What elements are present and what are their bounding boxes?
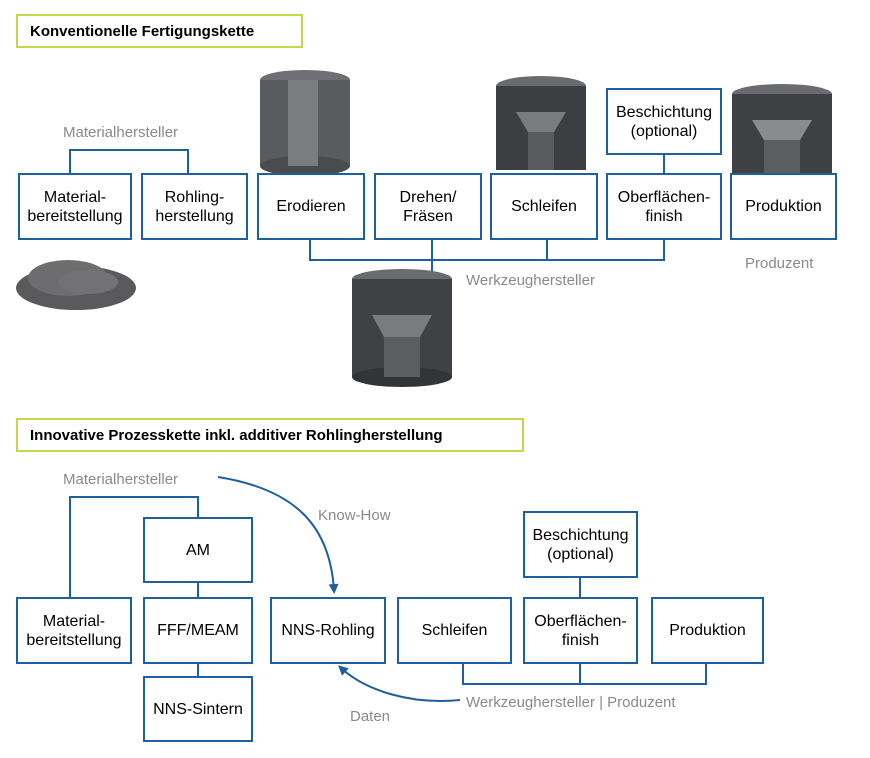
group-label-werkzeughersteller-produzent: Werkzeughersteller | Produzent: [466, 694, 676, 711]
section-title-innovative: Innovative Prozesskette inkl. additiver …: [16, 418, 524, 452]
daten-arrow: [338, 665, 461, 702]
tool-part-image-2: [732, 84, 832, 174]
box-drehen-fraesen: Drehen/ Fräsen: [374, 173, 482, 240]
box-erodieren: Erodieren: [257, 173, 365, 240]
box-rohling-herstellung: Rohling- herstellung: [141, 173, 248, 240]
box-produktion-bottom: Produktion: [651, 597, 764, 664]
box-nns-sintern: NNS-Sintern: [143, 676, 253, 742]
box-schleifen: Schleifen: [490, 173, 598, 240]
eroded-block-image: [260, 70, 350, 176]
box-beschichtung: Beschichtung (optional): [606, 88, 722, 155]
box-material-bereitstellung-bottom: Material- bereitstellung: [16, 597, 132, 664]
powder-pile-image: [16, 260, 136, 310]
tool-part-image-3: [352, 269, 452, 387]
box-fff-meam: FFF/MEAM: [143, 597, 253, 664]
label-daten: Daten: [350, 708, 391, 725]
box-schleifen-bottom: Schleifen: [397, 597, 512, 664]
group-label-materialhersteller-bottom: Materialhersteller: [63, 471, 179, 488]
box-beschichtung-bottom: Beschichtung (optional): [523, 511, 638, 578]
bracket-materialhersteller-bottom: [69, 496, 199, 597]
box-produktion: Produktion: [730, 173, 837, 240]
bracket-werkzeughersteller-top: [309, 240, 665, 261]
bracket-materialhersteller-top: [69, 149, 189, 173]
label-know-how: Know-How: [318, 507, 391, 524]
group-label-materialhersteller: Materialhersteller: [63, 124, 179, 141]
box-material-bereitstellung: Material- bereitstellung: [18, 173, 132, 240]
group-label-produzent: Produzent: [745, 255, 814, 272]
group-label-werkzeughersteller: Werkzeughersteller: [466, 272, 595, 289]
bracket-werkzeughersteller-produzent: [462, 664, 707, 685]
box-nns-rohling: NNS-Rohling: [270, 597, 386, 664]
knowhow-arrow: [217, 476, 339, 594]
box-oberflaechen-finish-bottom: Oberflächen- finish: [523, 597, 638, 664]
box-oberflaechen-finish: Oberflächen- finish: [606, 173, 722, 240]
box-am: AM: [143, 517, 253, 583]
section-title-conventional: Konventionelle Fertigungskette: [16, 14, 303, 48]
tool-part-image-1: [496, 76, 586, 170]
